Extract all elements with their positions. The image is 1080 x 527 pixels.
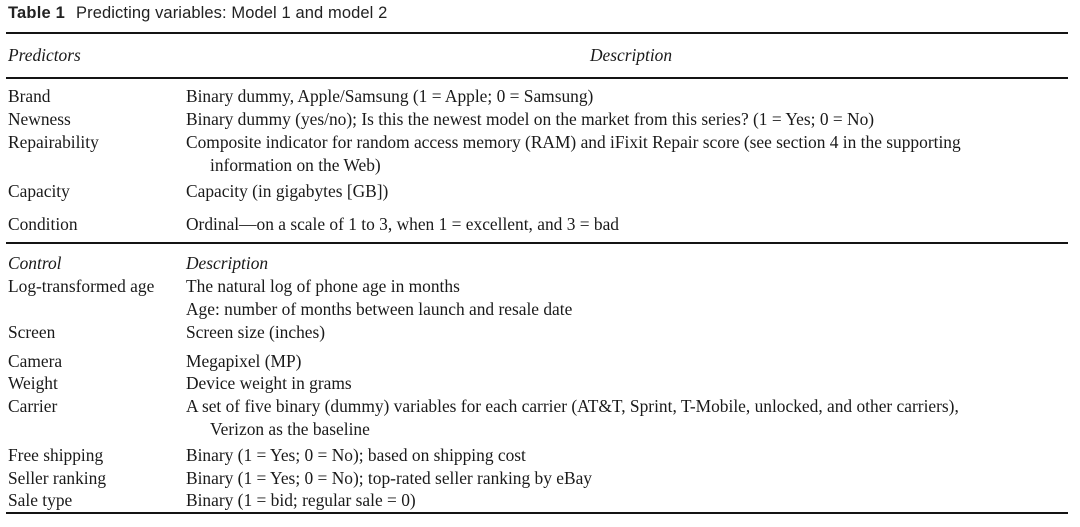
column-header-control: Control (8, 253, 62, 273)
control-term: Camera (8, 351, 63, 371)
predictor-term: Condition (8, 214, 78, 234)
column-header-description: Description (589, 45, 673, 65)
control-description: Device weight in grams (186, 373, 352, 393)
rule-section-divider (6, 242, 1068, 245)
table-caption-text: Predicting variables: Model 1 and model … (76, 4, 388, 22)
control-description-continued: Verizon as the baseline (210, 419, 370, 439)
control-description: Megapixel (MP) (186, 351, 302, 371)
predictor-term: Brand (8, 86, 51, 106)
control-description: Binary (1 = Yes; 0 = No); based on shipp… (186, 445, 526, 465)
control-term: Carrier (8, 396, 58, 416)
predictor-term: Capacity (8, 181, 70, 201)
control-description: Binary (1 = Yes; 0 = No); top-rated sell… (186, 468, 592, 488)
predictor-term: Newness (8, 109, 71, 129)
control-term: Weight (8, 373, 58, 393)
predictor-description-continued: information on the Web) (210, 155, 381, 175)
rule-bottom (6, 512, 1068, 515)
rule-top (6, 32, 1068, 35)
control-description: A set of five binary (dummy) variables f… (186, 396, 959, 416)
predictor-description: Ordinal—on a scale of 1 to 3, when 1 = e… (186, 214, 619, 234)
table-caption-label: Table 1 (8, 4, 66, 22)
control-description-second: Age: number of months between launch and… (186, 299, 573, 319)
column-header-control-description: Description (186, 253, 269, 273)
control-term: Log-transformed age (8, 276, 155, 296)
column-header-predictors: Predictors (8, 45, 81, 65)
control-term: Sale type (8, 490, 73, 510)
rule-below-header (6, 77, 1068, 80)
predictor-description: Capacity (in gigabytes [GB]) (186, 181, 389, 201)
predictor-description: Binary dummy, Apple/Samsung (1 = Apple; … (186, 86, 594, 106)
control-term: Seller ranking (8, 468, 107, 488)
control-description: Screen size (inches) (186, 322, 326, 342)
predictor-term: Repairability (8, 132, 99, 152)
predictor-description: Composite indicator for random access me… (186, 132, 961, 152)
table-caption: Table 1 Predicting variables: Model 1 and… (8, 2, 1068, 24)
predictor-description: Binary dummy (yes/no); Is this the newes… (186, 109, 875, 129)
control-description: Binary (1 = bid; regular sale = 0) (186, 490, 416, 510)
control-term: Free shipping (8, 445, 104, 465)
control-term: Screen (8, 322, 56, 342)
control-description: The natural log of phone age in months (186, 276, 460, 296)
